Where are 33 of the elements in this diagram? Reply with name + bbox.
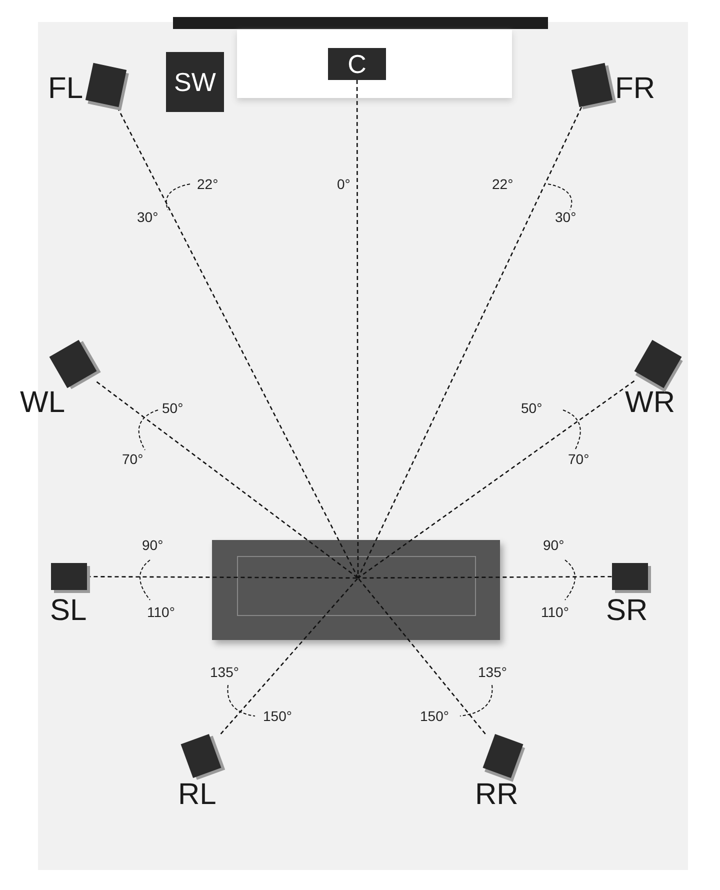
angle-label: 135°	[210, 664, 239, 680]
angle-label: 22°	[197, 176, 218, 192]
angle-label: 30°	[555, 209, 576, 225]
speaker-label: RL	[178, 780, 216, 810]
angle-label: 135°	[478, 664, 507, 680]
speaker: C	[328, 48, 386, 80]
angle-label: 150°	[263, 708, 292, 724]
angle-label: 70°	[568, 451, 590, 467]
speaker-label: SL	[50, 596, 87, 626]
angle-label: 150°	[420, 708, 449, 724]
speaker: SW	[166, 52, 224, 112]
angle-label: 50°	[521, 400, 542, 416]
angle-label: 110°	[147, 604, 175, 620]
dashed-line	[358, 380, 635, 579]
dashed-line	[220, 578, 358, 734]
speaker-label: RR	[475, 780, 518, 810]
dashed-line	[357, 106, 582, 578]
angle-label: 90°	[543, 537, 564, 553]
speaker-label: FR	[615, 74, 655, 104]
angle-label: 22°	[492, 176, 514, 192]
speaker-label: WR	[625, 388, 675, 418]
angle-label: 110°	[541, 604, 569, 620]
dashed-line	[358, 578, 486, 734]
speaker-label: WL	[20, 388, 65, 418]
speaker-label: FL	[48, 74, 84, 104]
speaker-label: SR	[606, 596, 648, 626]
angle-label: 90°	[142, 537, 164, 553]
dashed-line	[358, 576, 612, 579]
angle-label: 30°	[137, 209, 158, 225]
angle-label: 0°	[337, 176, 350, 192]
angle-label: 50°	[162, 400, 184, 416]
dashed-line	[96, 381, 358, 579]
angle-label: 70°	[122, 451, 144, 467]
